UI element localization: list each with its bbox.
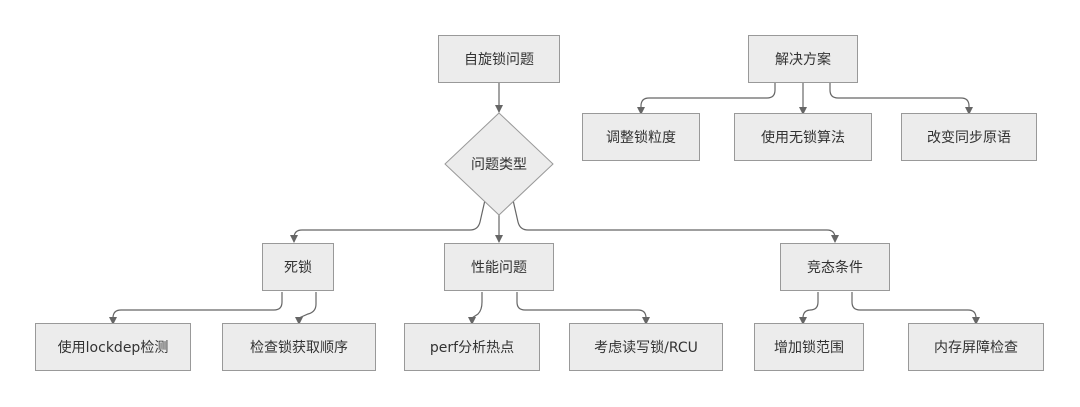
edge-solutions-to-primitive — [829, 82, 973, 115]
edge-deadlock-to-lockdep — [109, 292, 283, 325]
node-change-sync-primitive: 改变同步原语 — [901, 113, 1037, 161]
node-spinlock-problem: 自旋锁问题 — [438, 35, 560, 83]
edge-solutions-to-granularity — [637, 82, 776, 115]
node-check-lock-order: 检查锁获取顺序 — [222, 323, 376, 371]
node-deadlock: 死锁 — [262, 243, 334, 291]
node-use-lockdep: 使用lockdep检测 — [35, 323, 191, 371]
node-race-condition: 竞态条件 — [780, 243, 890, 291]
edge-race-to-scope — [799, 292, 819, 325]
edge-performance-to-rwlock — [516, 292, 650, 325]
edge-performance-to-perf — [468, 292, 483, 325]
edge-type-to-race — [512, 199, 839, 243]
node-solutions: 解决方案 — [748, 35, 858, 83]
problem-type-label: 问题类型 — [471, 157, 527, 173]
node-performance-problem: 性能问题 — [444, 243, 554, 291]
edge-type-to-deadlock — [290, 199, 486, 243]
node-check-memory-barrier: 内存屏障检查 — [908, 323, 1044, 371]
edge-deadlock-to-order — [295, 292, 317, 325]
edge-race-to-barrier — [851, 292, 980, 325]
node-adjust-lock-granularity: 调整锁粒度 — [582, 113, 700, 161]
node-consider-rwlock-rcu: 考虑读写锁/RCU — [569, 323, 723, 371]
node-perf-hotspot: perf分析热点 — [404, 323, 540, 371]
node-use-lockfree-algorithm: 使用无锁算法 — [734, 113, 872, 161]
problem-type-diamond — [444, 112, 554, 216]
node-expand-lock-scope: 增加锁范围 — [754, 323, 864, 371]
